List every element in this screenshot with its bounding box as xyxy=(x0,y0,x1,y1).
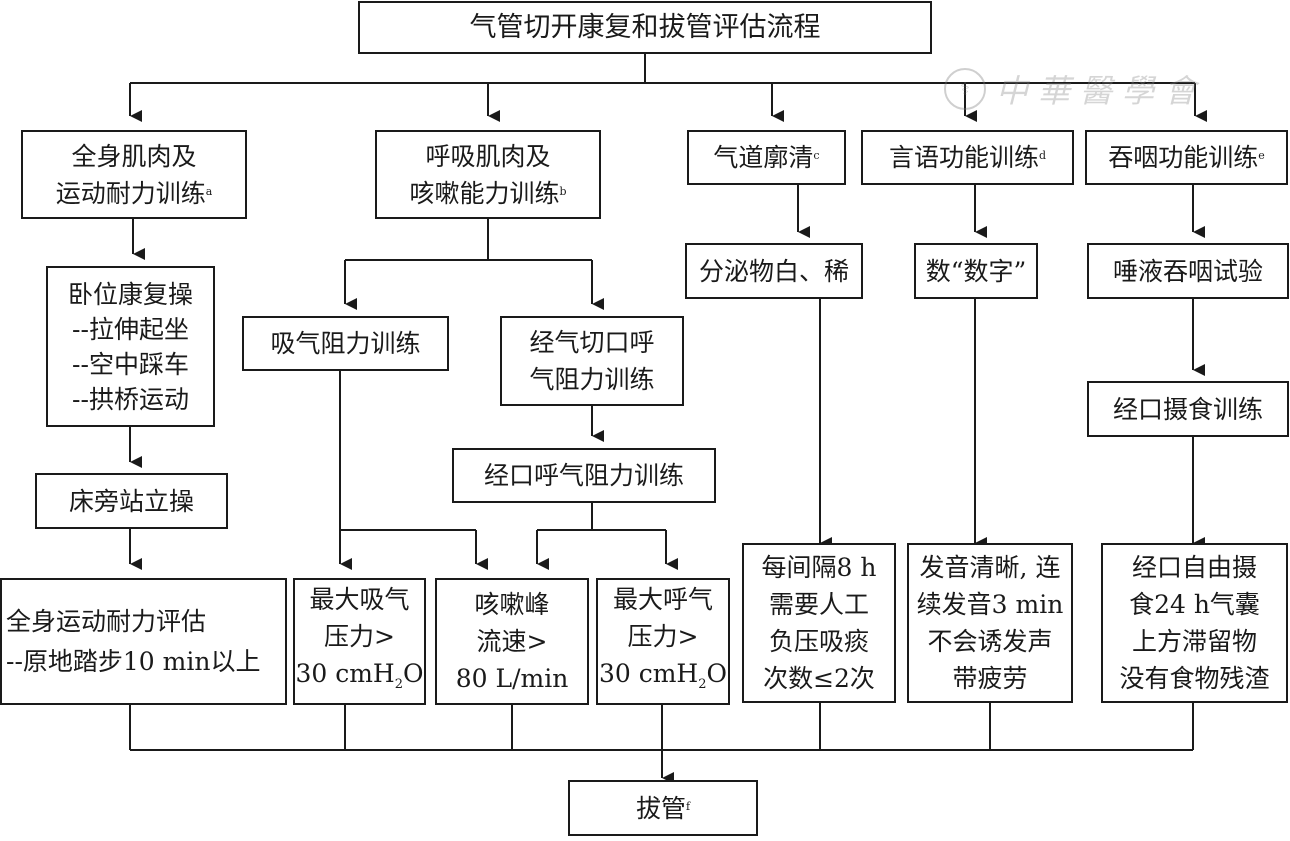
criterion-suction-frequency: 每间隔8 h 需要人工 负压吸痰 次数≤2次 xyxy=(742,543,896,703)
footnote-f: f xyxy=(685,799,691,813)
step-inspiratory-resistance-training: 吸气阻力训练 xyxy=(242,316,449,371)
step-supine-exercise: 卧位康复操 --拉伸起坐 --空中踩车 --拱桥运动 xyxy=(46,266,215,427)
branch-b-respiratory-cough-training: 呼吸肌肉及 咳嗽能力训练b xyxy=(375,130,601,219)
page-title: 气管切开康复和拔管评估流程 xyxy=(358,1,932,54)
branch-a-whole-body-training: 全身肌肉及 运动耐力训练a xyxy=(21,130,247,219)
footnote-e: e xyxy=(1258,149,1265,162)
footnote-c: c xyxy=(813,149,820,162)
criterion-whole-body-endurance: 全身运动耐力评估 --原地踏步10 min以上 xyxy=(0,578,287,705)
criterion-max-inspiratory-pressure: 最大吸气 压力> 30 cmH2O xyxy=(293,578,426,705)
footnote-d: d xyxy=(1038,149,1047,162)
criterion-peak-cough-flow: 咳嗽峰 流速> 80 L/min xyxy=(435,578,589,705)
branch-d-speech-training: 言语功能训练d xyxy=(861,130,1074,185)
branch-c-airway-clearance: 气道廓清c xyxy=(687,130,846,185)
step-saliva-swallow-test: 唾液吞咽试验 xyxy=(1087,243,1289,299)
step-oral-feeding-training: 经口摄食训练 xyxy=(1087,381,1289,437)
criterion-clear-phonation: 发音清晰, 连 续发音3 min 不会诱发声 带疲劳 xyxy=(907,543,1073,703)
footnote-b: b xyxy=(559,184,567,198)
footnote-a: a xyxy=(205,184,213,198)
step-trach-expiratory-training: 经气切口呼 气阻力训练 xyxy=(500,316,684,406)
step-bedside-standing: 床旁站立操 xyxy=(35,473,228,529)
step-count-numbers: 数“数字” xyxy=(914,243,1038,299)
branch-e-swallow-training: 吞咽功能训练e xyxy=(1085,130,1288,185)
criterion-oral-intake-no-residue: 经口自由摄 食24 h气囊 上方滞留物 没有食物残渣 xyxy=(1101,543,1288,703)
step-secretion-white-thin: 分泌物白、稀 xyxy=(685,243,863,299)
criterion-max-expiratory-pressure: 最大呼气 压力> 30 cmH2O xyxy=(596,578,730,705)
step-oral-expiratory-training: 经口呼气阻力训练 xyxy=(452,448,716,503)
outcome-extubation: 拔管f xyxy=(568,780,758,836)
